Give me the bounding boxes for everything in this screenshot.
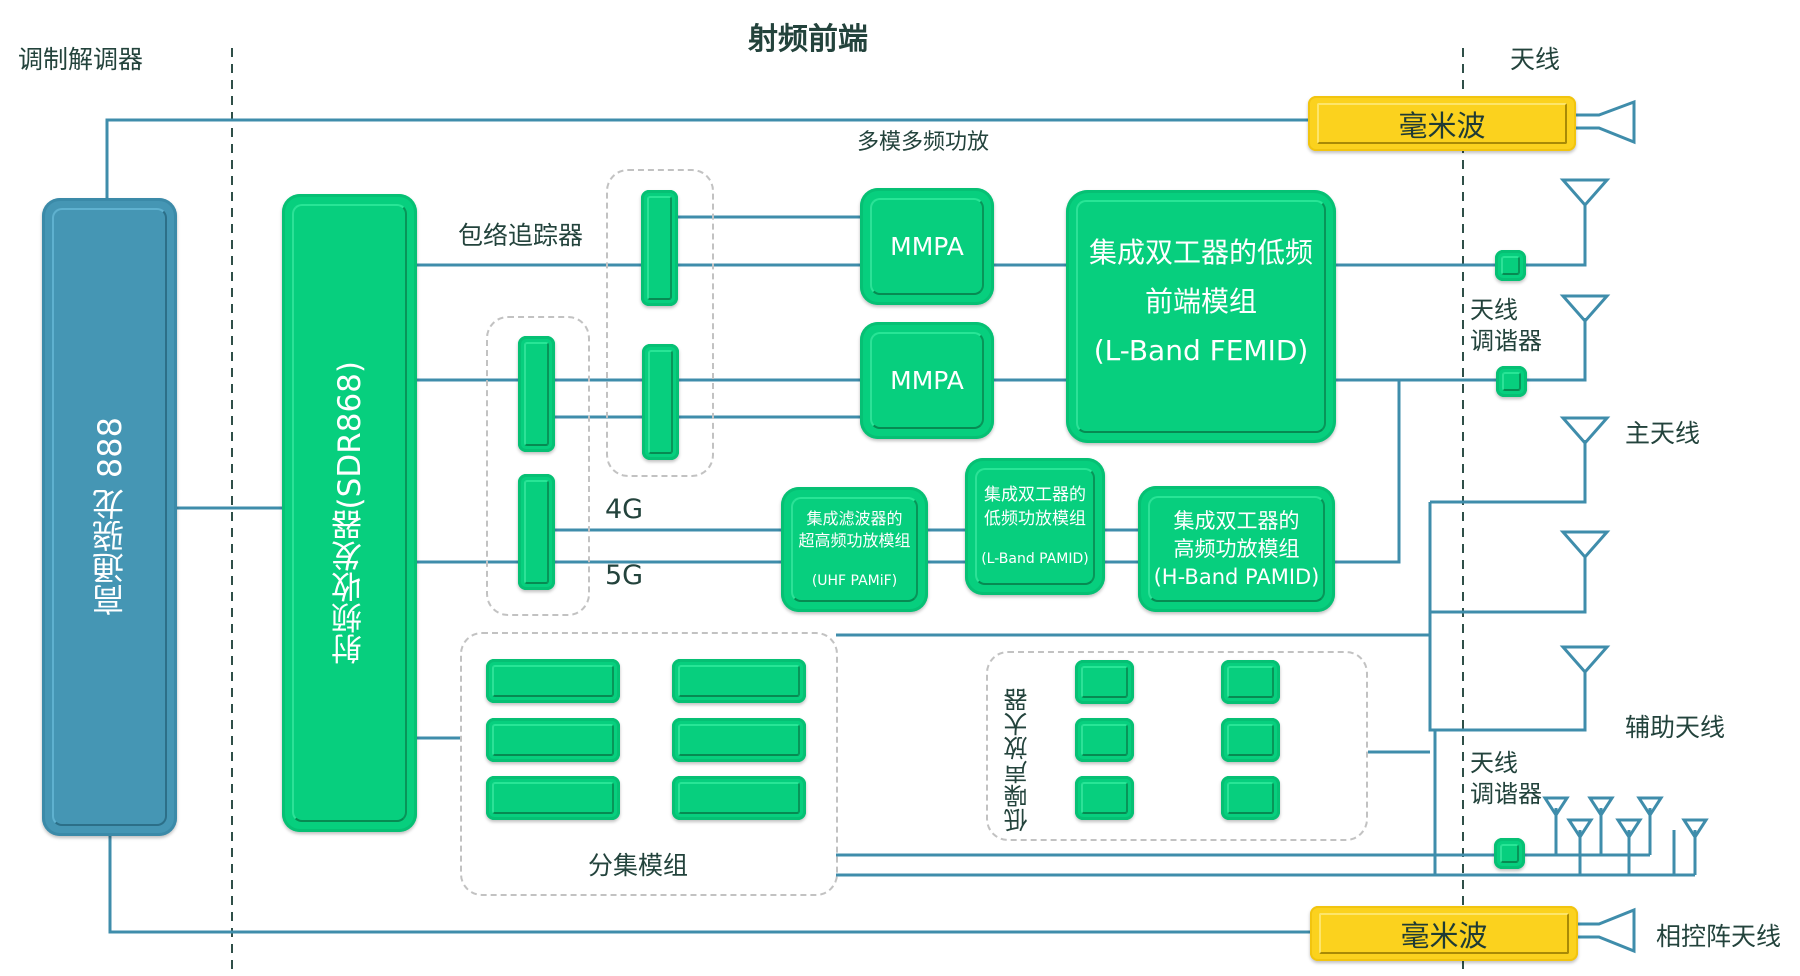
header-rf-frontend: 射频前端 bbox=[748, 22, 868, 57]
lna-chip[interactable] bbox=[1221, 776, 1280, 820]
tracker-chip[interactable] bbox=[518, 336, 555, 452]
mimo-antenna-icon bbox=[1542, 796, 1570, 818]
tracker-group-2 bbox=[486, 316, 590, 616]
diversity-chip[interactable] bbox=[486, 718, 620, 762]
mimo-antenna-icon bbox=[1636, 796, 1664, 818]
lpamid-line-1: 集成双工器的 bbox=[984, 484, 1086, 505]
diversity-chip[interactable] bbox=[672, 659, 806, 703]
diversity-module-label: 分集模组 bbox=[588, 851, 689, 880]
tuner-label-line: 天线 bbox=[1470, 749, 1518, 777]
mmpa-block-2[interactable]: MMPA bbox=[860, 322, 994, 439]
lband-pamid-block[interactable]: 集成双工器的 低频功放模组 (L-Band PAMID) bbox=[965, 458, 1105, 595]
phased-array-label: 相控阵天线 bbox=[1656, 922, 1782, 951]
mimo-antenna-icon bbox=[1566, 818, 1594, 840]
hpamid-line-1: 集成双工器的 bbox=[1173, 509, 1300, 533]
header-modem: 调制解调器 bbox=[18, 45, 144, 74]
soc-block[interactable]: 高通骁龙 888 bbox=[42, 198, 177, 836]
lna-chip[interactable] bbox=[1075, 718, 1134, 762]
femid-line-3: (L-Band FEMID) bbox=[1093, 334, 1309, 367]
tuner-label-line: 调谐器 bbox=[1470, 327, 1542, 355]
mimo-antenna-icon bbox=[1615, 818, 1643, 840]
tuner-label-line: 调谐器 bbox=[1470, 780, 1542, 808]
antenna-icon bbox=[1559, 178, 1611, 208]
aux-antenna-label: 辅助天线 bbox=[1625, 713, 1726, 742]
antenna-tuner-chip[interactable] bbox=[1494, 838, 1525, 869]
mmpa-label: MMPA bbox=[890, 366, 964, 395]
tracker-chip[interactable] bbox=[518, 474, 555, 590]
antenna-tuner-chip[interactable] bbox=[1496, 366, 1527, 397]
lna-chip[interactable] bbox=[1221, 660, 1280, 704]
femid-line-1: 集成双工器的低频 bbox=[1088, 236, 1313, 269]
tracker-chip[interactable] bbox=[641, 190, 678, 306]
tracker-chip[interactable] bbox=[642, 344, 679, 460]
lna-chip[interactable] bbox=[1075, 776, 1134, 820]
soc-label: 高通骁龙 888 bbox=[90, 417, 129, 617]
mimo-antenna-icon bbox=[1587, 796, 1615, 818]
hpamid-line-3: (H-Band PAMID) bbox=[1153, 565, 1320, 589]
lna-group bbox=[986, 651, 1368, 841]
aux-antenna-icon bbox=[1559, 530, 1611, 560]
mmwave-label: 毫米波 bbox=[1398, 108, 1486, 143]
femid-line-2: 前端模组 bbox=[1144, 285, 1257, 318]
diversity-chip[interactable] bbox=[486, 776, 620, 820]
mmpa-block-1[interactable]: MMPA bbox=[860, 188, 994, 305]
mmwave-label: 毫米波 bbox=[1400, 918, 1488, 953]
aux-antenna-icon bbox=[1559, 645, 1611, 675]
lpamid-line-2: 低频功放模组 bbox=[984, 508, 1086, 529]
envelope-tracker-label: 包络追踪器 bbox=[458, 221, 584, 250]
uhf-line-2: 超高频功放模组 bbox=[798, 530, 911, 550]
hpamid-line-2: 高频功放模组 bbox=[1173, 537, 1300, 561]
horn-antenna-icon bbox=[1576, 99, 1636, 145]
transceiver-label: 射频收发器(SDR868) bbox=[332, 361, 368, 665]
line-soc-mmwave-bottom bbox=[108, 836, 1312, 934]
tuner-label-2: 天线 调谐器 bbox=[1470, 748, 1542, 810]
phased-array-horn-icon bbox=[1576, 907, 1636, 954]
lband-femid-block[interactable]: 集成双工器的低频 前端模组 (L-Band FEMID) bbox=[1066, 190, 1336, 443]
line-soc-mmwave-top bbox=[105, 118, 1310, 198]
mmwave-block-top[interactable]: 毫米波 bbox=[1308, 96, 1576, 151]
antenna-tuner-chip[interactable] bbox=[1495, 250, 1526, 281]
tuner-label-line: 天线 bbox=[1470, 296, 1518, 324]
mmpa-label: MMPA bbox=[890, 232, 964, 261]
uhf-line-1: 集成滤波器的 bbox=[806, 508, 903, 528]
envelope-tracker-group bbox=[606, 169, 714, 477]
diversity-module-group bbox=[460, 632, 838, 896]
main-antenna-icon bbox=[1559, 416, 1611, 446]
lpamid-line-3: (L-Band PAMID) bbox=[981, 550, 1089, 567]
label-4g: 4G bbox=[605, 494, 644, 525]
main-antenna-label: 主天线 bbox=[1625, 419, 1701, 448]
label-5g: 5G bbox=[605, 560, 644, 591]
diversity-chip[interactable] bbox=[672, 718, 806, 762]
diversity-chip[interactable] bbox=[486, 659, 620, 703]
lna-label: 低噪声放大器 bbox=[1004, 688, 1032, 832]
header-antenna: 天线 bbox=[1510, 45, 1561, 74]
uhf-pamif-block[interactable]: 集成滤波器的 超高频功放模组 (UHF PAMiF) bbox=[781, 487, 928, 612]
mimo-antenna-icon bbox=[1681, 818, 1709, 840]
lna-chip[interactable] bbox=[1075, 660, 1134, 704]
transceiver-block[interactable]: 射频收发器(SDR868) bbox=[282, 194, 417, 832]
hband-pamid-block[interactable]: 集成双工器的 高频功放模组 (H-Band PAMID) bbox=[1138, 486, 1335, 612]
antenna-icon bbox=[1559, 294, 1611, 324]
diversity-chip[interactable] bbox=[672, 776, 806, 820]
lna-chip[interactable] bbox=[1221, 718, 1280, 762]
uhf-line-3: (UHF PAMiF) bbox=[811, 572, 898, 589]
mmwave-block-bottom[interactable]: 毫米波 bbox=[1310, 906, 1578, 961]
multimode-pa-label: 多模多频功放 bbox=[857, 130, 990, 155]
tuner-label-1: 天线 调谐器 bbox=[1470, 295, 1542, 357]
